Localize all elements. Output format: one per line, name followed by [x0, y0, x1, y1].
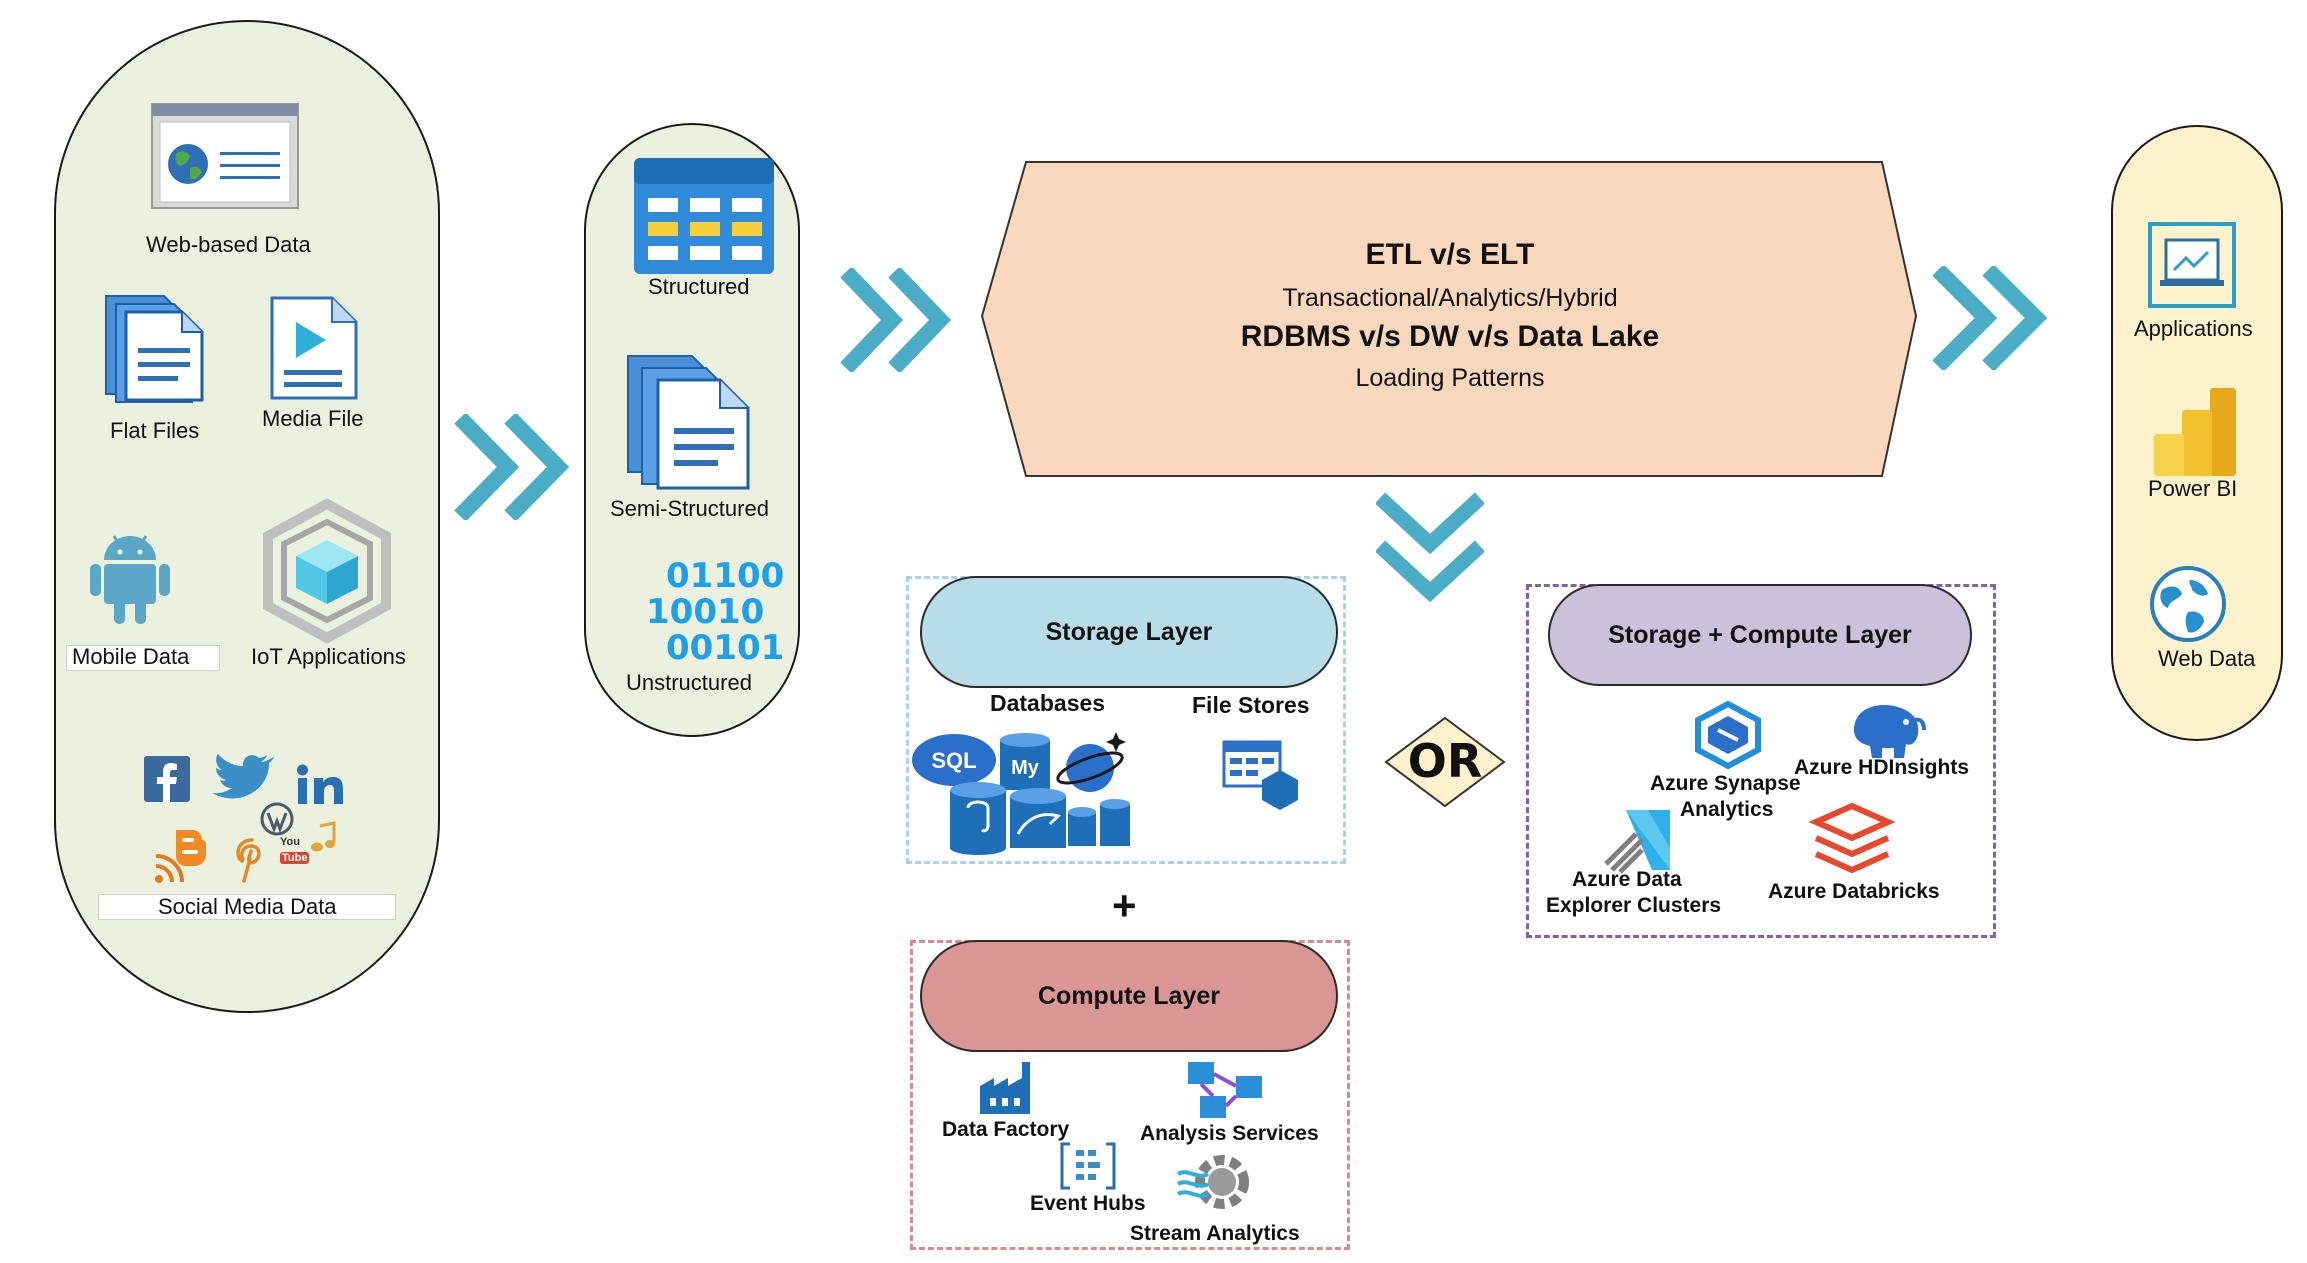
stream-analytics-label: Stream Analytics — [1130, 1222, 1300, 1245]
analysis-services-icon — [1188, 1062, 1262, 1118]
iot-hub-icon — [263, 498, 391, 644]
file-stores-label: File Stores — [1192, 692, 1310, 718]
music-icon — [311, 821, 336, 852]
applications-label: Applications — [2134, 316, 2253, 341]
databases-label: Databases — [990, 690, 1106, 716]
process-line-4: Loading Patterns — [1355, 364, 1545, 392]
process-line-1: ETL v/s ELT — [1365, 238, 1535, 271]
svg-text:My: My — [1011, 757, 1040, 779]
hdinsights-icon — [1854, 705, 1926, 758]
web-based-data-label: Web-based Data — [146, 232, 311, 257]
databricks-label: Azure Databricks — [1768, 880, 1940, 903]
applications-icon — [2148, 222, 2236, 308]
structured-label: Structured — [648, 274, 750, 299]
rss-icon — [155, 854, 184, 883]
data-explorer-label-line-1: Azure Data — [1572, 868, 1682, 891]
or-label: OR — [1407, 734, 1483, 788]
power-bi-label: Power BI — [2148, 476, 2238, 501]
media-file-label: Media File — [262, 406, 364, 431]
globe-icon — [2150, 566, 2226, 642]
synapse-icon — [1695, 700, 1761, 770]
data-explorer-icon — [1604, 810, 1670, 874]
chevron-right-icon — [840, 268, 952, 372]
iot-applications-label: IoT Applications — [251, 644, 406, 669]
event-hubs-label: Event Hubs — [1030, 1192, 1146, 1215]
chevron-right-icon — [454, 414, 570, 520]
event-hubs-icon — [1060, 1142, 1116, 1190]
databricks-icon — [1808, 802, 1896, 874]
twitter-icon — [212, 754, 274, 799]
power-bi-icon — [2154, 388, 2236, 476]
synapse-label-line-2: Analytics — [1680, 798, 1774, 821]
hdinsights-label: Azure HDInsights — [1794, 756, 1970, 779]
android-icon — [90, 535, 170, 624]
mobile-data-label: Mobile Data — [72, 644, 190, 669]
synapse-label-line-1: Azure Synapse — [1650, 772, 1801, 795]
process-line-3: RDBMS v/s DW v/s Data Lake — [1240, 320, 1660, 353]
web-data-label: Web Data — [2158, 646, 2256, 671]
plus-sign: + — [1112, 882, 1137, 929]
process-line-2: Transactional/Analytics/Hybrid — [1282, 284, 1618, 312]
blogger-icon — [176, 830, 206, 866]
web-page-icon — [151, 103, 299, 209]
media-file-icon — [270, 296, 358, 400]
analysis-services-label: Analysis Services — [1140, 1122, 1319, 1145]
storage-layer-title: Storage Layer — [920, 576, 1338, 688]
chevron-right-icon — [1932, 266, 2048, 370]
data-explorer-label-line-2: Explorer Clusters — [1546, 894, 1722, 917]
social-media-data-label: Social Media Data — [158, 894, 337, 919]
linkedin-icon — [297, 764, 343, 804]
unstructured-label: Unstructured — [626, 670, 752, 695]
data-factory-label: Data Factory — [942, 1118, 1070, 1141]
table-icon — [634, 158, 774, 274]
binary-line-2: 10010 — [646, 592, 765, 632]
or-diamond — [1384, 716, 1506, 808]
documents-icon — [627, 355, 750, 490]
file-stores-icon — [1222, 740, 1298, 810]
chevron-down-icon — [1376, 492, 1484, 603]
data-factory-icon — [980, 1062, 1030, 1114]
pinterest-icon — [236, 838, 261, 883]
flat-files-icon — [105, 295, 204, 403]
wordpress-icon — [260, 802, 294, 836]
stream-analytics-icon — [1176, 1155, 1249, 1209]
sql-badge: SQL — [931, 748, 976, 773]
compute-layer-title: Compute Layer — [920, 940, 1338, 1052]
storage-compute-layer-title: Storage + Compute Layer — [1548, 584, 1972, 686]
facebook-icon — [144, 756, 190, 802]
youtube-icon: You Tube — [280, 836, 310, 864]
semi-structured-label: Semi-Structured — [610, 496, 769, 521]
process-hexagon — [980, 161, 1918, 477]
mobile-data-label-box — [66, 645, 220, 671]
binary-line-3: 00101 — [666, 628, 785, 668]
databases-icon: SQL My — [912, 732, 1130, 855]
binary-line-1: 01100 — [666, 556, 785, 596]
social-media-label-box — [98, 894, 396, 920]
flat-files-label: Flat Files — [110, 418, 200, 443]
